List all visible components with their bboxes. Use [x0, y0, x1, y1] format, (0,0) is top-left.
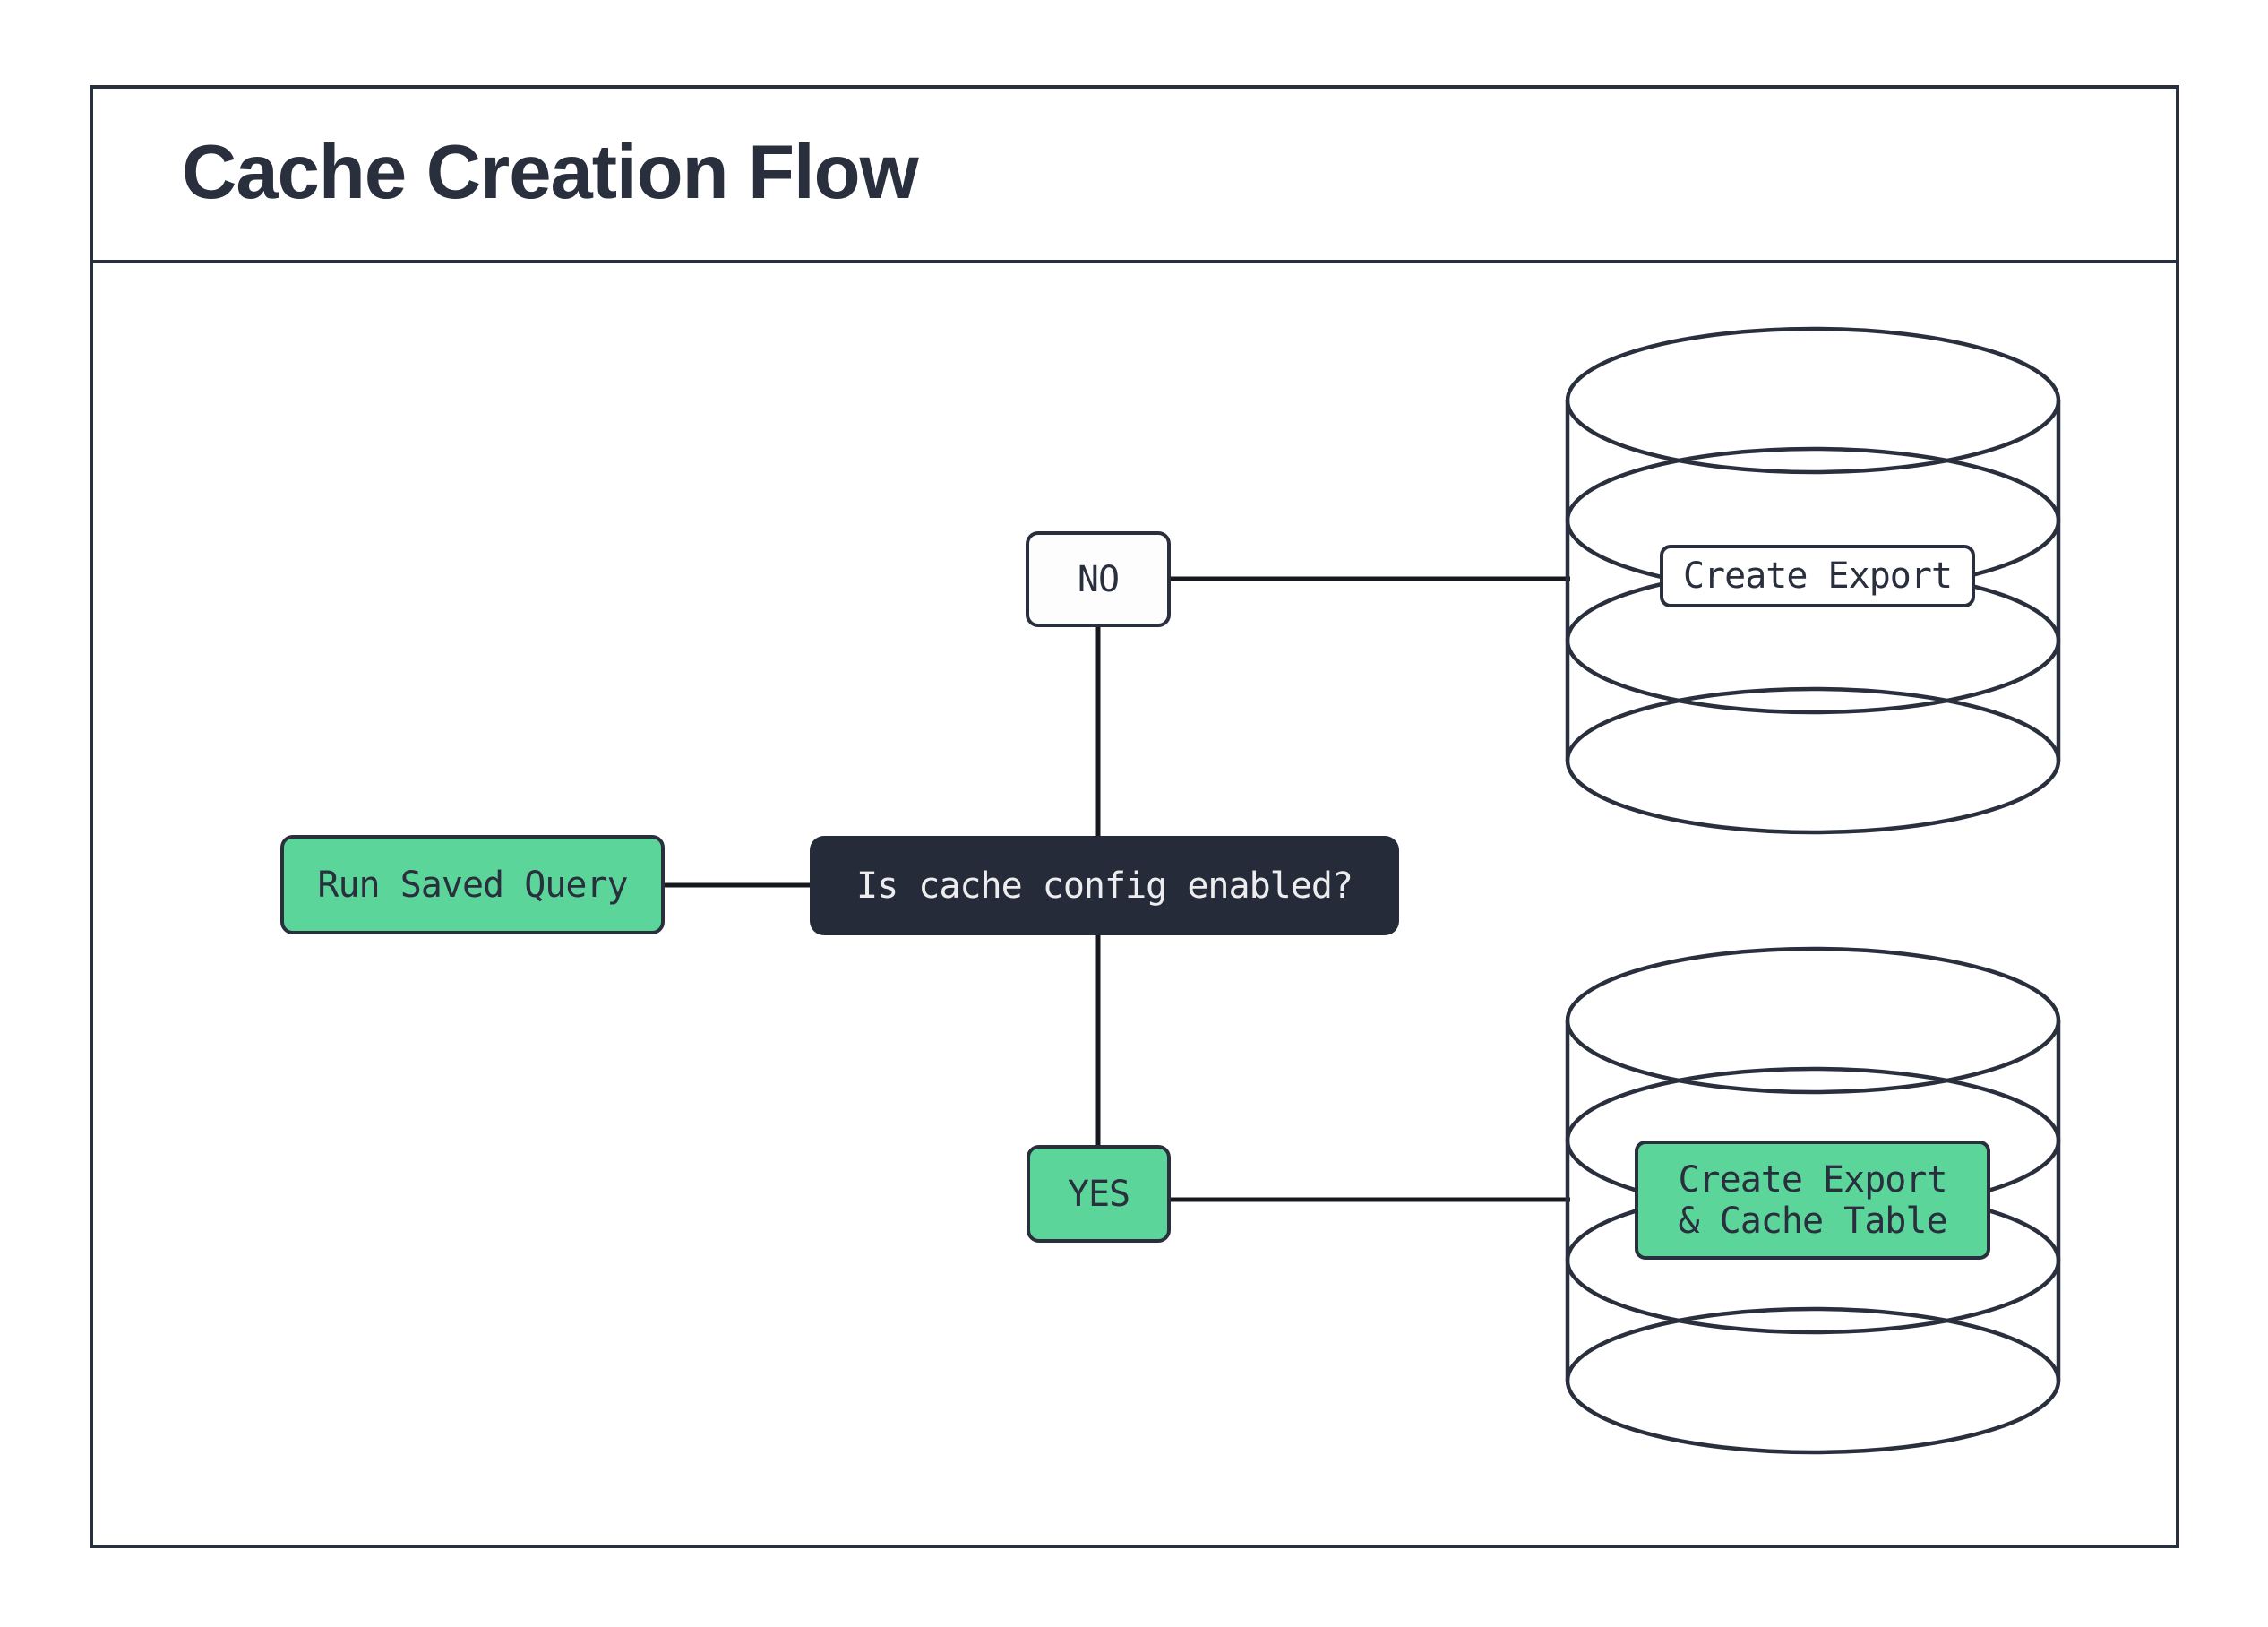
page-title: Cache Creation Flow: [182, 129, 919, 215]
node-no-branch: NO: [1026, 531, 1171, 627]
node-yes-branch: YES: [1027, 1145, 1171, 1243]
diagram-frame: [90, 85, 2179, 1548]
node-run-saved-query-label: Run Saved Query: [317, 864, 628, 906]
node-yes-branch-label: YES: [1067, 1173, 1130, 1215]
node-cache-config-question-label: Is cache config enabled?: [856, 865, 1353, 907]
node-create-export-cache-line2: & Cache Table: [1678, 1200, 1947, 1242]
node-create-export-cache-table: Create Export & Cache Table: [1635, 1141, 1990, 1260]
node-no-branch-label: NO: [1077, 558, 1120, 600]
title-bar: Cache Creation Flow: [90, 85, 2179, 263]
node-cache-config-question: Is cache config enabled?: [810, 836, 1399, 935]
node-create-export-cache-line1: Create Export: [1678, 1158, 1947, 1201]
node-run-saved-query: Run Saved Query: [280, 835, 665, 934]
node-create-export: Create Export: [1660, 545, 1975, 607]
node-create-export-label: Create Export: [1682, 555, 1953, 597]
connector-lines: [665, 576, 1570, 1202]
